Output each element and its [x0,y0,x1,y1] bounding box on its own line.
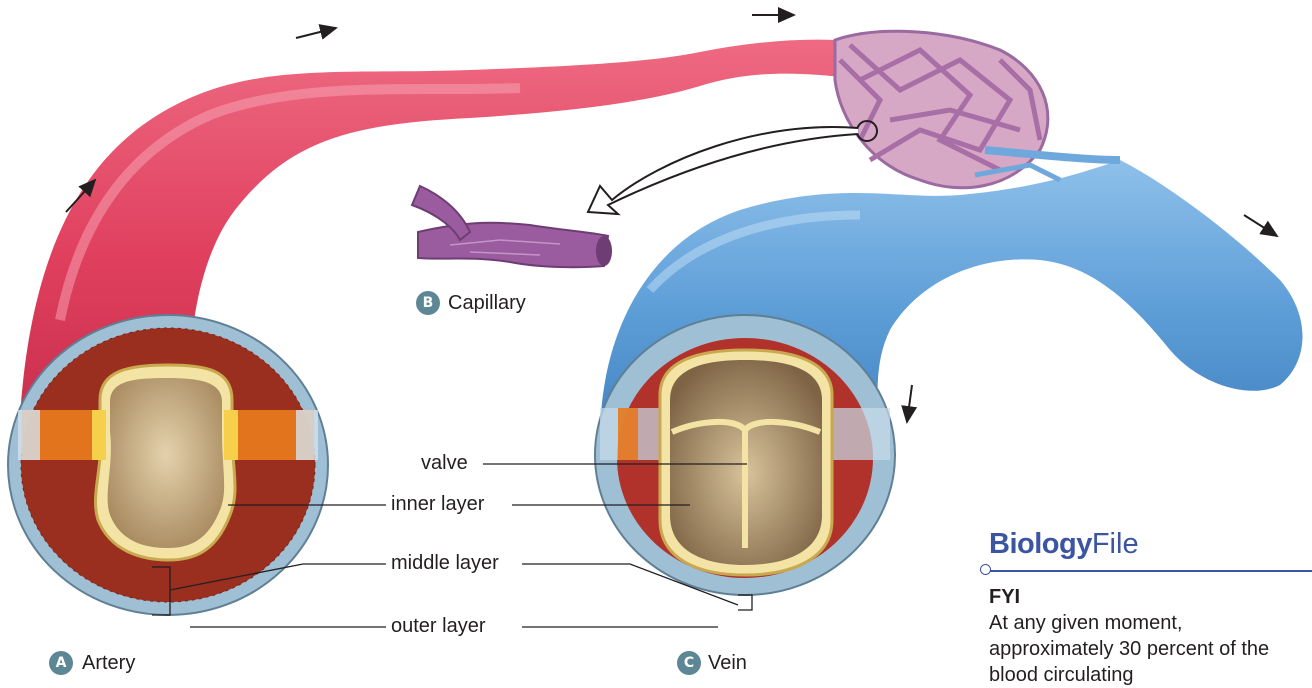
artery-cross-section [8,315,328,615]
capillary-label: Capillary [448,292,526,315]
fyi-text: At any given moment, approximately 30 pe… [989,610,1309,688]
capillary-network [835,31,1120,187]
biology-file-rule [985,570,1312,572]
vein-label: Vein [708,652,747,675]
valve-label: valve [421,452,468,475]
vein-badge: C [677,651,701,675]
artery-label: Artery [82,652,135,675]
flow-arrow-5 [907,385,912,422]
flow-arrow-4 [1244,215,1277,236]
capillary-segment [412,186,612,267]
biology-file-rule-dot [980,564,991,575]
biology-file-title: BiologyFile [989,528,1139,561]
biology-file-title-rest: File [1092,528,1139,560]
artery-badge: A [49,651,73,675]
biology-file-title-bold: Biology [989,528,1092,560]
flow-arrow-2 [296,28,336,38]
middle-layer-label: middle layer [391,552,499,575]
biology-file-box: BiologyFile FYI At any given moment, app… [985,528,1312,680]
fyi-heading: FYI [989,586,1020,609]
vein-cross-section [595,315,895,595]
outer-layer-label: outer layer [391,615,486,638]
capillary-badge: B [416,291,440,315]
inner-layer-label: inner layer [391,493,484,516]
